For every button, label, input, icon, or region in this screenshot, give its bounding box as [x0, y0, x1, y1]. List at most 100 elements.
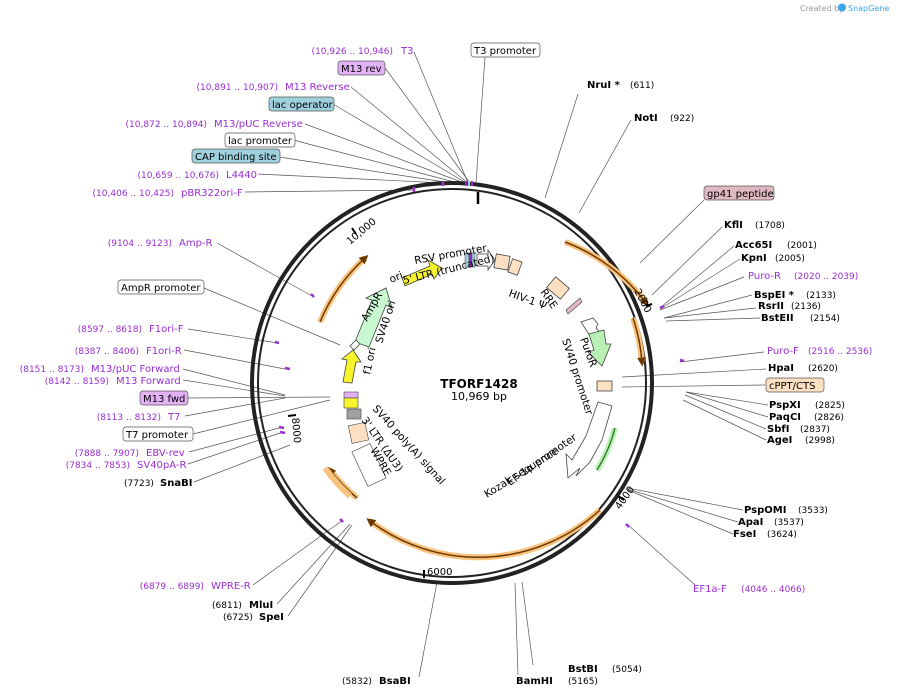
enzyme-bamhi: BamHI: [516, 676, 553, 687]
enzyme-kfli: KflI: [724, 220, 743, 231]
primer-name-wpre-r: WPRE-R: [211, 581, 251, 592]
enzyme-bspei: BspEI *: [754, 290, 795, 301]
primer-pos: (9104 .. 9123): [108, 239, 172, 249]
enzyme-apai: ApaI: [738, 517, 763, 528]
primer-name-puro-r: Puro-R: [748, 271, 781, 282]
enzyme-pos: (7723): [124, 479, 154, 489]
plasmid-backbone-inner: [257, 188, 647, 578]
primer-name-ef1a-f: EF1a-F: [693, 584, 727, 595]
enzyme-pos: (2136): [791, 302, 821, 312]
enzyme-rsrii: RsrII: [758, 301, 784, 312]
feature-cppt-cts: cPPT/CTS: [769, 381, 815, 392]
credit-text: Created by: [800, 4, 844, 13]
enzyme-acc65i: Acc65I: [735, 240, 772, 251]
label-kozak: Kozak sequence: [482, 445, 560, 500]
feature-t3-promoter: T3 promoter: [473, 46, 537, 57]
tick-label-6000: 6000: [427, 567, 452, 578]
primer-name-f1ori-r: F1ori-R: [146, 346, 182, 357]
enzyme-mlui: MluI: [249, 600, 273, 611]
enzyme-bsteii: BstEII: [761, 313, 794, 324]
primer-name-puro-f: Puro-F: [767, 346, 799, 357]
primer-name-sv40pa-r: SV40pA-R: [137, 460, 186, 471]
primer-pos: (8113 .. 8132): [97, 413, 161, 423]
enzyme-pos: (5832): [342, 677, 372, 687]
credit-brand: SnapGene: [848, 4, 889, 13]
enzyme-pspxi: PspXI: [769, 400, 801, 411]
enzyme-snabi: SnaBI: [160, 478, 192, 489]
primer-pos: (10,926 .. 10,946): [312, 47, 393, 57]
primer-name-f1ori-f: F1ori-F: [149, 324, 184, 335]
enzyme-bstbi: BstBI: [568, 664, 598, 675]
tick-label-10000: 10,000: [345, 216, 379, 247]
plasmid-name: TFORF1428: [440, 377, 517, 391]
primer-pos: (10,659 .. 10,676): [138, 171, 219, 181]
boxed-feature-labels: M13 rev lac operator lac promoter CAP bi…: [117, 42, 825, 442]
primer-pos: (8151 .. 8173): [20, 365, 84, 375]
primer-name-amp-r: Amp-R: [179, 238, 213, 249]
primer-marks: [274, 182, 685, 528]
feature-ampr-promoter: AmpR promoter: [121, 283, 201, 294]
enzyme-pos: (1708): [755, 221, 785, 231]
enzyme-pos: (2826): [814, 413, 844, 423]
primer-name-pbr322ori-f: pBR322ori-F: [181, 188, 243, 199]
enzyme-hpai: HpaI: [768, 363, 794, 374]
enzyme-pos: (2998): [805, 436, 835, 446]
feature-lac-operator: lac operator: [272, 100, 333, 111]
enzyme-pos: (2133): [806, 291, 836, 301]
feature-cap-binding-site: CAP binding site: [195, 152, 277, 163]
f1-ori-arrow: [341, 349, 362, 384]
orf-arcs: [317, 239, 649, 561]
enzyme-agei: AgeI: [767, 435, 792, 446]
feature-m13-rev: M13 rev: [341, 64, 382, 75]
ori-arrow: [401, 259, 443, 287]
enzyme-pos: (611): [630, 81, 654, 91]
primer-name-m13-reverse: M13 Reverse: [285, 82, 350, 93]
enzyme-labels: NruI * (611) NotI (922) KflI (1708) Acc6…: [124, 80, 845, 687]
inner-features: [341, 248, 613, 487]
enzyme-pos: (2005): [775, 254, 805, 264]
primer-pos: (7888 .. 7907): [75, 449, 139, 459]
feature-m13-fwd: M13 fwd: [143, 394, 185, 405]
enzyme-pos: (5054): [612, 665, 642, 675]
enzyme-pos: (3624): [767, 530, 797, 540]
primer-pos: (2516 .. 2536): [808, 347, 872, 357]
enzyme-pos: (6811): [212, 601, 242, 611]
primer-pos: (10,406 .. 10,425): [93, 189, 174, 199]
primer-name-ebv-rev: EBV-rev: [146, 448, 185, 459]
primer-name-t3: T3: [400, 46, 413, 57]
primer-pos: (8387 .. 8406): [75, 347, 139, 357]
primer-name-m13-puc-forward: M13/pUC Forward: [91, 364, 180, 375]
ampr-arrow: [354, 287, 393, 348]
enzyme-pos: (5165): [568, 677, 598, 687]
enzyme-sbfi: SbfI: [767, 424, 789, 435]
tick-label-8000: 8000: [289, 417, 302, 443]
primer-labels: (10,926 .. 10,946) T3 (10,891 .. 10,907)…: [20, 46, 873, 595]
primer-name-l4440: L4440: [226, 170, 257, 181]
enzyme-pos: (3537): [774, 518, 804, 528]
primer-pos: (10,891 .. 10,907): [197, 83, 278, 93]
enzyme-nrui: NruI *: [587, 80, 621, 91]
plasmid-backbone-outer: [250, 181, 654, 585]
enzyme-pos: (2001): [787, 241, 817, 251]
primer-pos: (7834 .. 7853): [66, 461, 130, 471]
primer-pos: (10,872 .. 10,894): [126, 120, 207, 130]
label-ori: ori: [388, 270, 405, 286]
enzyme-pos: (2837): [800, 425, 830, 435]
primer-pos: (2020 .. 2039): [794, 272, 858, 282]
enzyme-pos: (922): [670, 114, 694, 124]
feature-t7-promoter: T7 promoter: [125, 430, 189, 441]
primer-name-t7: T7: [167, 412, 180, 423]
enzyme-pos: (2620): [808, 364, 838, 374]
enzyme-kpni: KpnI: [741, 253, 767, 264]
snapgene-logo-icon: [838, 3, 846, 12]
plasmid-length: 10,969 bp: [451, 390, 507, 403]
enzyme-fsei: FseI: [733, 529, 756, 540]
label-f1-ori: f1 ori: [361, 346, 378, 375]
primer-pos: (6879 .. 6899): [140, 582, 204, 592]
enzyme-pos: (6725): [223, 613, 253, 623]
primer-name-m13-puc-reverse: M13/pUC Reverse: [214, 119, 303, 130]
enzyme-spei: SpeI: [259, 612, 284, 623]
enzyme-noti: NotI: [634, 113, 658, 124]
enzyme-bsabi: BsaBI: [379, 676, 411, 687]
